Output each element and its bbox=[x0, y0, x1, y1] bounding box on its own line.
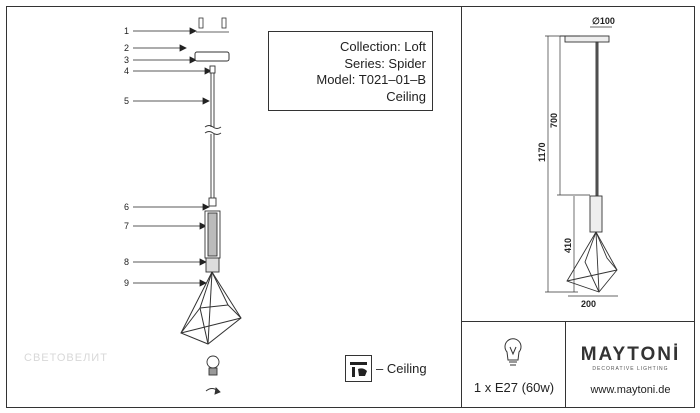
watermark: СВЕТОВЕЛИТ bbox=[24, 352, 108, 364]
part-label-1: 1 bbox=[124, 26, 129, 36]
panel-divider bbox=[461, 6, 462, 408]
brand-tagline: DECORATIVE LIGHTING bbox=[592, 366, 669, 372]
part-label-3: 3 bbox=[124, 55, 129, 65]
mount-text: Ceiling bbox=[386, 88, 426, 104]
drawing-frame bbox=[6, 6, 695, 408]
light-bulb-icon bbox=[504, 338, 522, 366]
part-label-6: 6 bbox=[124, 202, 129, 212]
dim-shade-height: 410 bbox=[563, 238, 573, 253]
dim-total-height: 1170 bbox=[537, 142, 547, 162]
part-label-4: 4 bbox=[124, 66, 129, 76]
product-info-box: Collection: Loft Series: Spider Model: T… bbox=[268, 31, 433, 111]
part-label-9: 9 bbox=[124, 278, 129, 288]
screws bbox=[196, 17, 229, 33]
part-label-7: 7 bbox=[124, 221, 129, 231]
ceiling-mount-icon bbox=[350, 362, 367, 377]
website-link[interactable]: www.maytoni.de bbox=[590, 384, 671, 396]
dim-canopy-diameter: ∅100 bbox=[592, 16, 615, 26]
canopy bbox=[194, 51, 230, 62]
cord bbox=[204, 65, 222, 207]
brand-logo: MAYTONİ bbox=[580, 344, 681, 365]
bulb-icon bbox=[205, 355, 221, 395]
model-text: Model: T021–01–B bbox=[316, 72, 426, 87]
collection-text: Collection: Loft bbox=[340, 39, 426, 54]
dim-cord-length: 700 bbox=[549, 113, 559, 128]
ceiling-legend-box bbox=[345, 355, 372, 382]
dim-shade-width: 200 bbox=[581, 299, 596, 309]
socket-sleeve bbox=[204, 210, 221, 273]
panel-divider bbox=[565, 321, 566, 408]
spider-shade bbox=[180, 271, 242, 345]
bulb-spec: 1 x E27 (60w) bbox=[473, 380, 555, 395]
part-label-5: 5 bbox=[124, 96, 129, 106]
dimension-lines bbox=[545, 26, 618, 297]
side-elevation bbox=[560, 35, 618, 293]
part-label-8: 8 bbox=[124, 257, 129, 267]
part-label-2: 2 bbox=[124, 43, 129, 53]
series-text: Series: Spider bbox=[344, 55, 426, 71]
panel-divider bbox=[461, 321, 695, 322]
ceiling-legend-text: – Ceiling bbox=[376, 361, 427, 376]
